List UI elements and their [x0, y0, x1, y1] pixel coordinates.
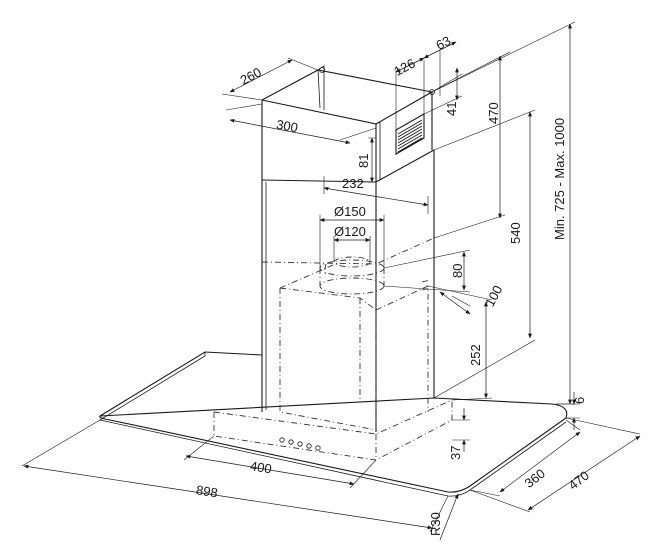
control-panel	[279, 437, 321, 451]
dim-lower-height: 540	[508, 222, 523, 244]
dimension-lines	[21, 21, 641, 541]
vent-grill	[395, 113, 425, 155]
dim-lower-offset: 81	[356, 154, 371, 168]
glass-canopy	[99, 351, 568, 497]
dim-glass-thickness: 6	[572, 397, 587, 404]
dim-duct-to-back: 100	[482, 283, 505, 309]
dim-vent-offset: 126	[391, 55, 417, 78]
dim-vent-height: 41	[444, 102, 459, 116]
dim-canopy-width: 898	[195, 482, 219, 500]
hidden-motor-and-duct	[213, 237, 453, 461]
dim-canopy-depth-inner: 360	[522, 466, 548, 491]
dim-chimney-depth: 260	[238, 64, 264, 87]
dim-canopy-depth: 470	[566, 468, 592, 493]
dim-control-width: 400	[249, 458, 273, 476]
dim-total-height-range: Min. 725 - Max. 1000	[552, 118, 567, 240]
dim-duct-height: 80	[450, 264, 465, 278]
dim-upper-height: 470	[486, 102, 501, 124]
dim-chimney-width: 300	[275, 117, 299, 136]
dim-corner-radius: R30	[428, 512, 443, 536]
dim-motor-height: 252	[468, 344, 483, 366]
lower-chimney	[261, 149, 435, 432]
dim-duct-offset: 232	[342, 176, 364, 191]
dim-panel-thickness: 37	[448, 446, 463, 460]
dim-duct-inner-diameter: Ø120	[334, 224, 366, 239]
dimension-labels: 260 300 126 63 41 470 81 232 Ø150 Ø120 5…	[195, 33, 592, 536]
dim-duct-outer-diameter: Ø150	[334, 204, 366, 219]
dim-vent-width: 63	[433, 33, 453, 53]
